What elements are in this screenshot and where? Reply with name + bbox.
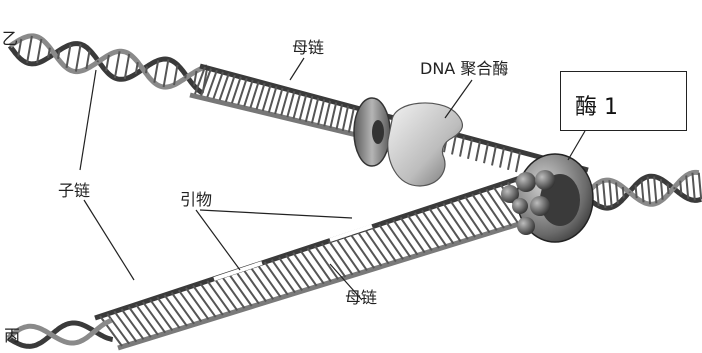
parent-strand-top-label: 母链 [292,40,324,56]
base-pair-rung [609,180,611,207]
enzyme1-label: 酶 1 [575,89,618,121]
base-pair-rung [500,148,504,168]
base-pair-rung [636,185,637,198]
base-pair-rung [300,95,307,121]
base-pair-rung [343,106,348,131]
base-pair-rung [349,107,354,132]
dna-polymerase-shape [354,98,462,186]
top-left-helix [10,36,207,93]
base-pair-rung [76,44,81,71]
base-pair-rung [603,181,605,208]
parent-strand-bottom-label: 母链 [345,290,377,306]
leader-enzyme1 [568,131,585,160]
helicase-shape [501,154,593,242]
primer-segment-2 [330,226,372,240]
base-pair-rung [318,99,324,125]
base-pair-rung [692,173,694,201]
base-pair-rung [484,143,488,163]
base-pair-rung [115,51,120,78]
leader-primer-2 [200,210,352,218]
base-pair-rung [330,103,336,128]
base-pair-rung [492,145,496,165]
enzyme1-label-box: 酶 1 [560,71,687,131]
dna-polymerase-label: DNA 聚合酶 [420,61,508,77]
primer-label: 引物 [180,192,212,208]
base-pair-rung [654,177,656,204]
base-pair-rung [516,152,520,172]
base-pair-rung [508,150,512,170]
base-pair-rung [287,91,294,117]
leader-daughter-bottom [84,200,134,280]
daughter-strand-label: 子链 [58,183,90,199]
strand-bing-label: 丙 [4,328,20,344]
base-pair-rung [324,101,330,126]
leader-primer-1 [196,210,240,270]
bottom-left-helix [8,321,113,347]
base-pair-rung [306,96,313,122]
base-pair-rung [337,104,343,129]
base-pair-rung [699,173,701,200]
base-pair-rung [312,98,318,124]
base-pair-rung [468,139,472,159]
base-pair-rung [164,59,169,87]
base-pair-rung [27,36,32,63]
base-pair-rung [668,184,669,194]
base-pair-rung [185,75,186,78]
base-pair-rung [623,187,624,198]
base-pair-rung [680,181,681,195]
base-pair-rung [294,93,301,119]
base-pair-rung [648,177,650,205]
base-pair-rung [146,66,147,73]
primer-segment-1 [214,263,262,279]
lower-ladder [95,178,548,348]
base-pair-rung [275,88,283,114]
leader-polymerase [445,80,472,118]
base-pair-rung [476,141,480,161]
leader-daughter-top [80,70,96,170]
base-pair-rung [460,137,464,157]
strand-yi-label: 乙 [2,31,18,47]
leader-parent-top [290,58,304,80]
right-helix [585,172,701,208]
base-pair-rung [281,90,288,116]
